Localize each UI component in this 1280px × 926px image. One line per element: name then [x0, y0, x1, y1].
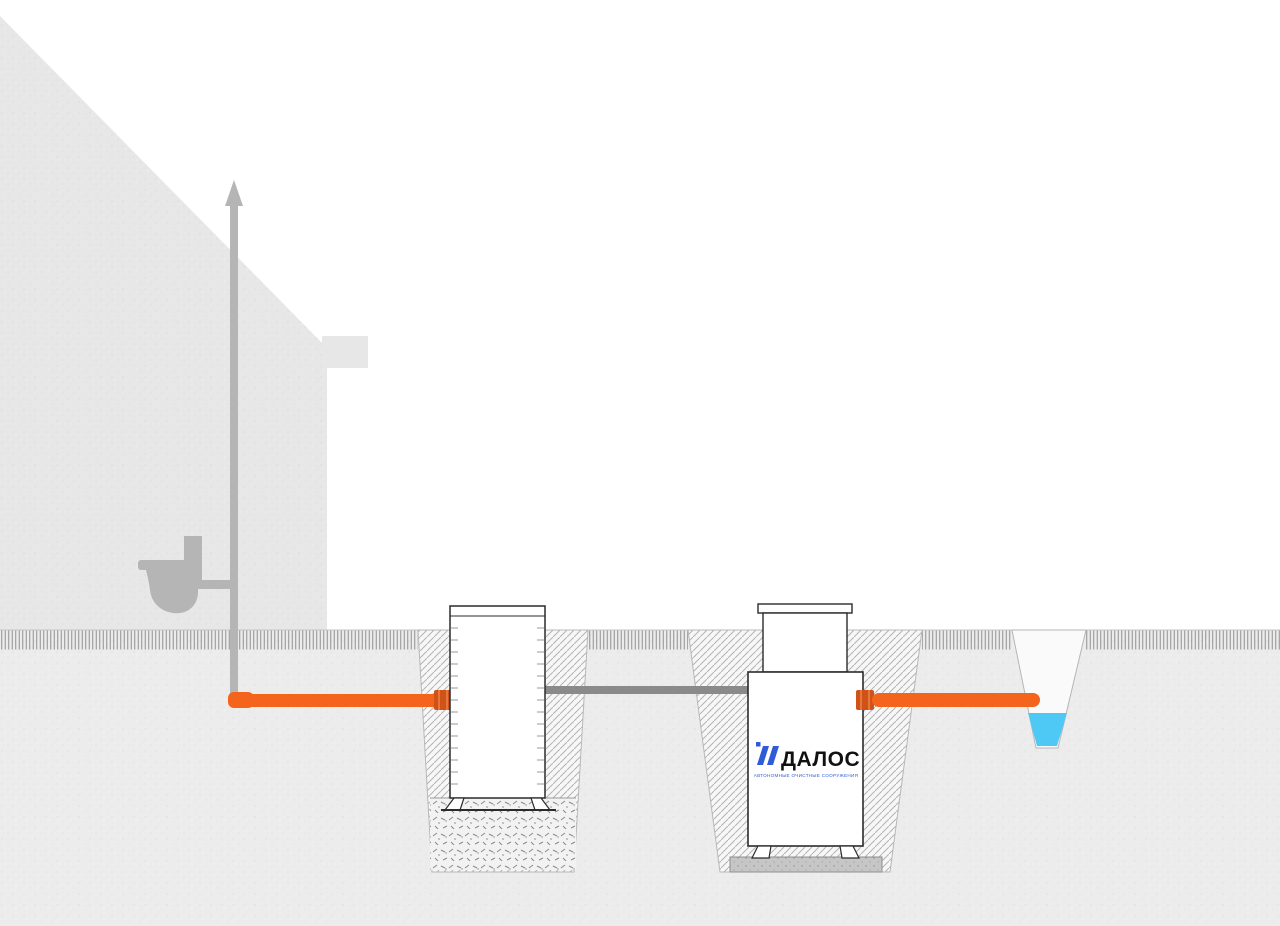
tank2-feet	[751, 845, 860, 859]
septic-tank-2: ДАЛОС АВТОНОМНЫЕ ОЧИСТНЫЕ СООРУЖЕНИЯ	[747, 603, 864, 859]
dalos-logo: ДАЛОС АВТОНОМНЫЕ ОЧИСТНЫЕ СООРУЖЕНИЯ	[754, 742, 860, 778]
inlet-sewer-pipe	[228, 690, 452, 710]
ground-hatch	[0, 630, 1280, 650]
ground	[0, 629, 1280, 926]
dalos-logo-icon	[756, 742, 779, 765]
toilet-icon	[138, 536, 234, 614]
drainage-ditch	[1011, 629, 1087, 749]
tank2-riser	[757, 603, 853, 673]
ditch-water-icon	[1028, 713, 1067, 746]
concrete-slab	[729, 856, 883, 873]
outlet-pipe-coupling	[856, 690, 874, 710]
tank2-body	[747, 671, 864, 847]
transfer-pipe	[540, 686, 758, 694]
brand-tagline: АВТОНОМНЫЕ ОЧИСТНЫЕ СООРУЖЕНИЯ	[754, 773, 858, 778]
roof-step	[322, 336, 368, 368]
vent-arrow-icon	[225, 180, 243, 206]
brand-name: ДАЛОС	[781, 748, 860, 771]
tank1-corrugation	[451, 627, 544, 785]
house-silhouette	[0, 16, 368, 630]
vent-pipe	[225, 180, 243, 698]
inlet-pipe-coupling	[434, 690, 452, 710]
septic-tank-1	[441, 605, 556, 811]
outlet-pipe	[856, 690, 1040, 710]
